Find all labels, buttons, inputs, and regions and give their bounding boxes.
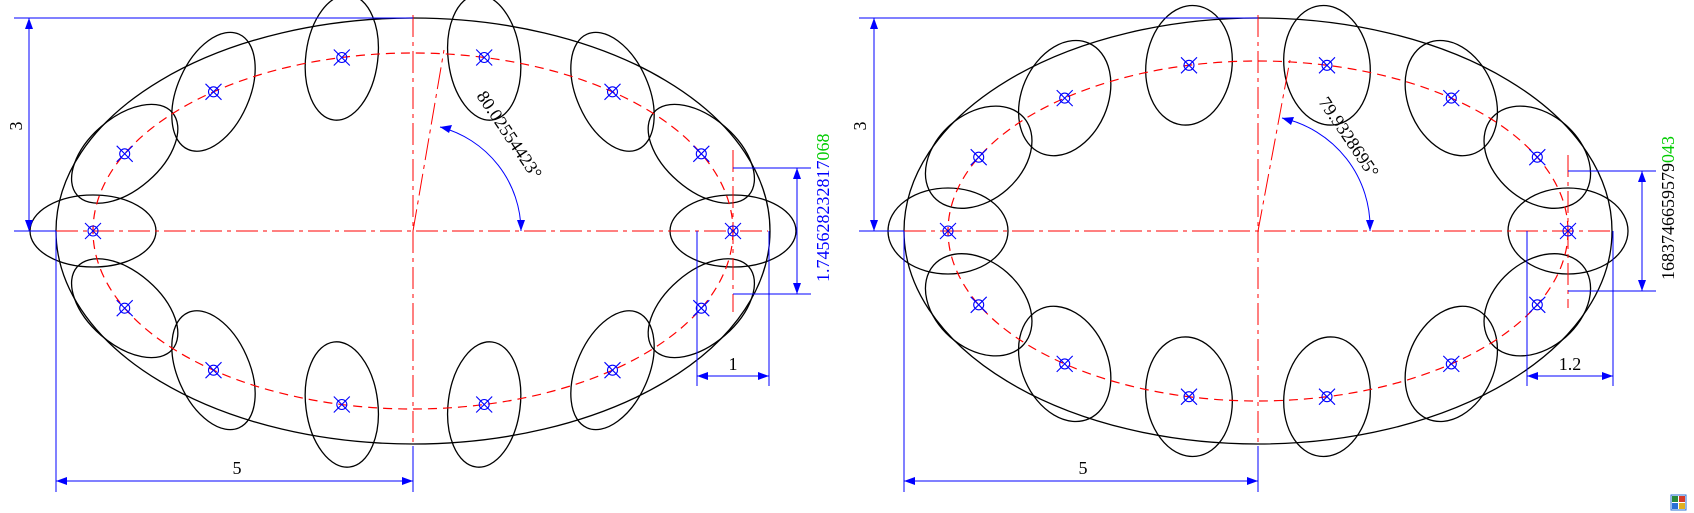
small-ellipse bbox=[70, 258, 179, 359]
small-ellipse-ring bbox=[29, 0, 797, 468]
small-ellipse bbox=[446, 341, 522, 468]
small-ellipse bbox=[171, 31, 256, 152]
small-ellipse bbox=[1283, 4, 1371, 126]
center-mark-icon bbox=[1528, 148, 1546, 166]
center-mark-icon bbox=[1442, 89, 1460, 107]
center-mark-icon bbox=[84, 222, 102, 240]
center-mark-icon bbox=[692, 299, 710, 317]
small-ellipse bbox=[570, 310, 655, 431]
small-ellipse bbox=[304, 0, 380, 121]
height-value-highlight: 043 bbox=[1658, 136, 1678, 163]
small-ellipse bbox=[1483, 105, 1592, 209]
center-mark-icon bbox=[970, 148, 988, 166]
dimension-semi-major bbox=[903, 231, 1259, 492]
small-ellipse bbox=[1145, 4, 1233, 126]
dimension-small-height-label: 1683746659579043 bbox=[1658, 136, 1678, 280]
center-mark-icon bbox=[116, 299, 134, 317]
center-mark-icon bbox=[970, 296, 988, 314]
dimension-small-height-label: 1.745628232817068 bbox=[813, 134, 833, 283]
small-ellipse bbox=[1017, 39, 1112, 157]
small-ellipse bbox=[304, 341, 380, 468]
height-value-main: 1683746659579 bbox=[1658, 163, 1678, 280]
center-mark-icon bbox=[939, 222, 957, 240]
small-ellipse bbox=[171, 310, 256, 431]
dimension-height bbox=[859, 17, 1258, 232]
dimension-small-width bbox=[1526, 231, 1614, 386]
dimension-height-label: 3 bbox=[6, 122, 26, 131]
dimension-small-height bbox=[733, 167, 811, 295]
center-mark-icon bbox=[475, 396, 493, 413]
dimension-semi-major-label: 5 bbox=[1079, 458, 1088, 478]
angle-ray bbox=[412, 49, 445, 232]
dimension-small-width-label: 1.2 bbox=[1559, 354, 1582, 374]
center-mark-icon bbox=[1056, 355, 1074, 373]
height-value-main: 1.745628232817 bbox=[813, 161, 833, 283]
center-mark-icon bbox=[1559, 222, 1577, 240]
center-mark-icon bbox=[333, 396, 351, 413]
center-mark-icon bbox=[1180, 56, 1198, 74]
center-marks bbox=[84, 49, 742, 413]
center-mark-icon bbox=[692, 145, 710, 163]
center-mark-icon bbox=[1318, 56, 1336, 74]
center-mark-icon bbox=[1442, 355, 1460, 373]
center-mark-icon bbox=[604, 83, 621, 101]
dimension-semi-major bbox=[55, 231, 414, 492]
right-drawing: 3 5 1.2 1683746659579043 bbox=[850, 4, 1678, 492]
small-ellipse bbox=[446, 0, 522, 121]
dimension-semi-major-label: 5 bbox=[233, 458, 242, 478]
center-mark-icon bbox=[475, 49, 493, 66]
center-mark-icon bbox=[1528, 296, 1546, 314]
center-mark-icon bbox=[116, 145, 134, 163]
small-ellipse bbox=[1404, 305, 1499, 423]
small-ellipse bbox=[924, 253, 1033, 357]
small-ellipse-ring bbox=[887, 4, 1629, 458]
center-mark-icon bbox=[1318, 388, 1336, 406]
dimension-small-width bbox=[696, 231, 770, 386]
small-ellipse bbox=[924, 105, 1033, 209]
small-ellipse bbox=[1145, 336, 1233, 458]
left-drawing: 3 5 1 1.745628232817068 bbox=[6, 0, 833, 492]
small-ellipse bbox=[1404, 39, 1499, 157]
dimension-small-width-label: 1 bbox=[729, 354, 738, 374]
dimension-height-label: 3 bbox=[850, 122, 870, 131]
angle-ray bbox=[1257, 59, 1291, 232]
center-mark-icon bbox=[1056, 89, 1074, 107]
small-ellipse bbox=[1017, 305, 1112, 423]
small-ellipse bbox=[1283, 336, 1371, 458]
center-mark-icon bbox=[205, 83, 222, 101]
center-mark-icon bbox=[205, 361, 222, 379]
small-ellipse bbox=[647, 103, 756, 204]
center-mark-icon bbox=[1180, 388, 1198, 406]
center-mark-icon bbox=[724, 222, 742, 240]
height-value-highlight: 068 bbox=[813, 134, 833, 161]
small-ellipse bbox=[570, 31, 655, 152]
center-mark-icon bbox=[333, 49, 351, 66]
dimension-small-height bbox=[1568, 170, 1656, 292]
small-ellipse bbox=[1483, 253, 1592, 357]
angle-dimension bbox=[439, 125, 525, 232]
angle-dimension bbox=[1281, 117, 1374, 232]
dimension-height bbox=[14, 17, 413, 232]
logo bbox=[1670, 494, 1687, 511]
angle-label: 80.02554423° bbox=[473, 87, 546, 182]
center-mark-icon bbox=[604, 361, 621, 379]
center-marks bbox=[939, 56, 1577, 406]
